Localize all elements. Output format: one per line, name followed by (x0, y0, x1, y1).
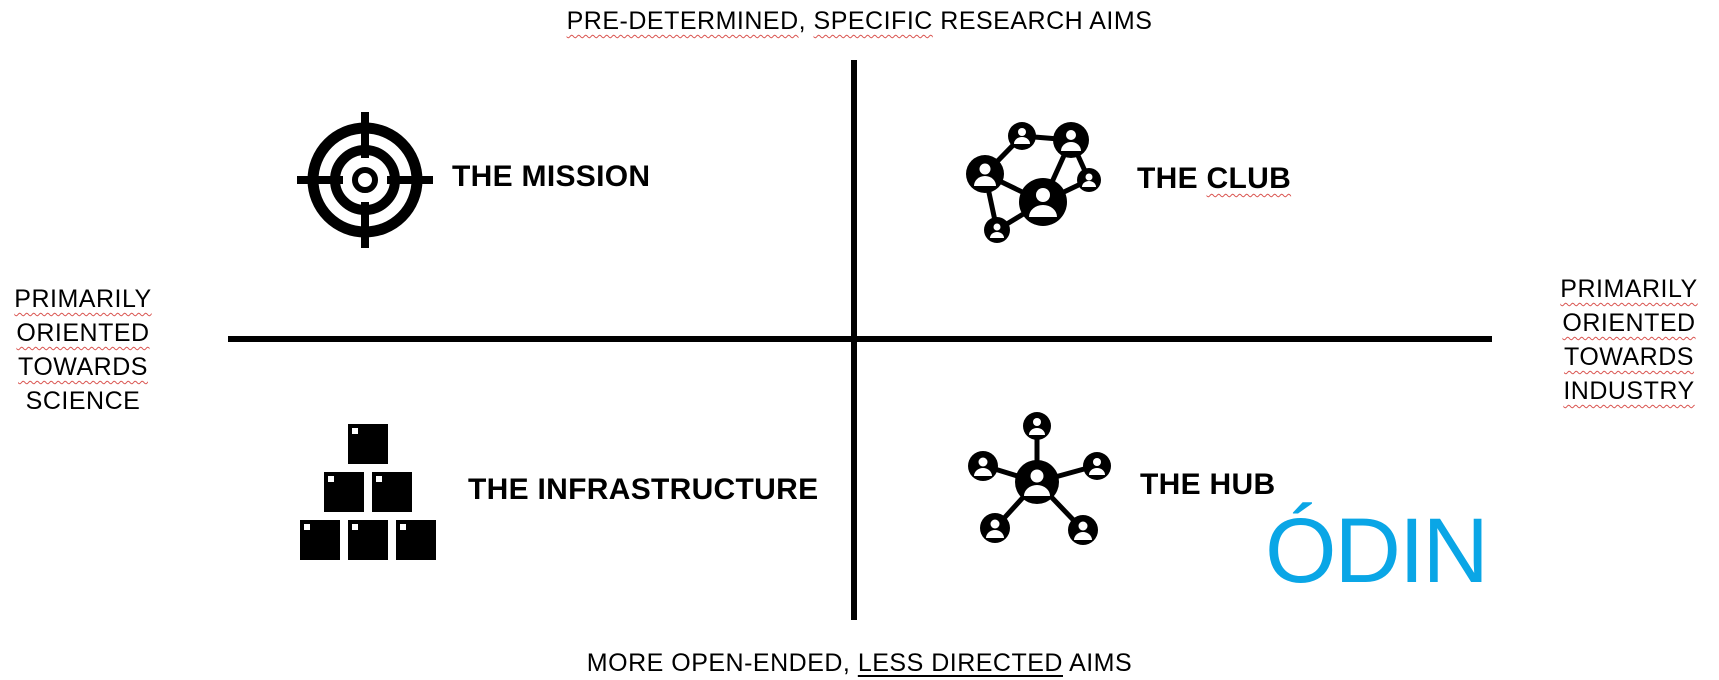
top-axis-label-part-1: PRE-DETERMINED (566, 7, 799, 35)
quadrant-title-hub: THE HUB (1140, 468, 1276, 501)
bottom-axis-label-part-1: MORE OPEN-ENDED, (586, 649, 858, 677)
top-axis-label: PRE-DETERMINED, SPECIFIC RESEARCH AIMS (0, 4, 1719, 38)
top-axis-label-part-3: SPECIFIC (813, 7, 933, 35)
stacked-boxes-icon (300, 424, 436, 560)
hub-people-icon (968, 412, 1111, 545)
bottom-axis-label-part-2: LESS DIRECTED (857, 649, 1063, 677)
target-icon (297, 112, 433, 248)
left-axis-line-1: PRIMARILY (14, 285, 152, 313)
left-axis-line-3: TOWARDS (18, 353, 148, 381)
horizontal-axis (228, 336, 1492, 342)
left-axis-label: PRIMARILY ORIENTED TOWARDS SCIENCE (3, 282, 163, 418)
right-axis-line-3: TOWARDS (1564, 343, 1694, 371)
top-axis-label-part-2: , (798, 7, 814, 35)
quadrant-title-club: THE CLUB (1137, 162, 1291, 196)
right-axis-line-4: INDUSTRY (1563, 377, 1695, 405)
right-axis-line-1: PRIMARILY (1560, 275, 1698, 303)
left-axis-line-4: SCIENCE (25, 387, 141, 415)
vertical-axis (851, 60, 857, 620)
quadrant-title-infrastructure: THE INFRASTRUCTURE (468, 473, 819, 506)
right-axis-label: PRIMARILY ORIENTED TOWARDS INDUSTRY (1549, 272, 1709, 408)
network-people-icon (966, 122, 1101, 243)
left-axis-line-2: ORIENTED (16, 319, 150, 347)
bottom-axis-label-part-3: AIMS (1063, 649, 1133, 677)
quadrant-title-mission: THE MISSION (452, 160, 651, 193)
quadrant-title-club-word: CLUB (1206, 162, 1292, 195)
bottom-axis-label: MORE OPEN-ENDED, LESS DIRECTED AIMS (0, 646, 1719, 680)
right-axis-line-2: ORIENTED (1562, 309, 1696, 337)
quadrant-title-club-prefix: THE (1137, 162, 1207, 195)
top-axis-label-part-4: RESEARCH AIMS (932, 7, 1153, 35)
odin-logo: ÓDIN (1265, 500, 1489, 602)
